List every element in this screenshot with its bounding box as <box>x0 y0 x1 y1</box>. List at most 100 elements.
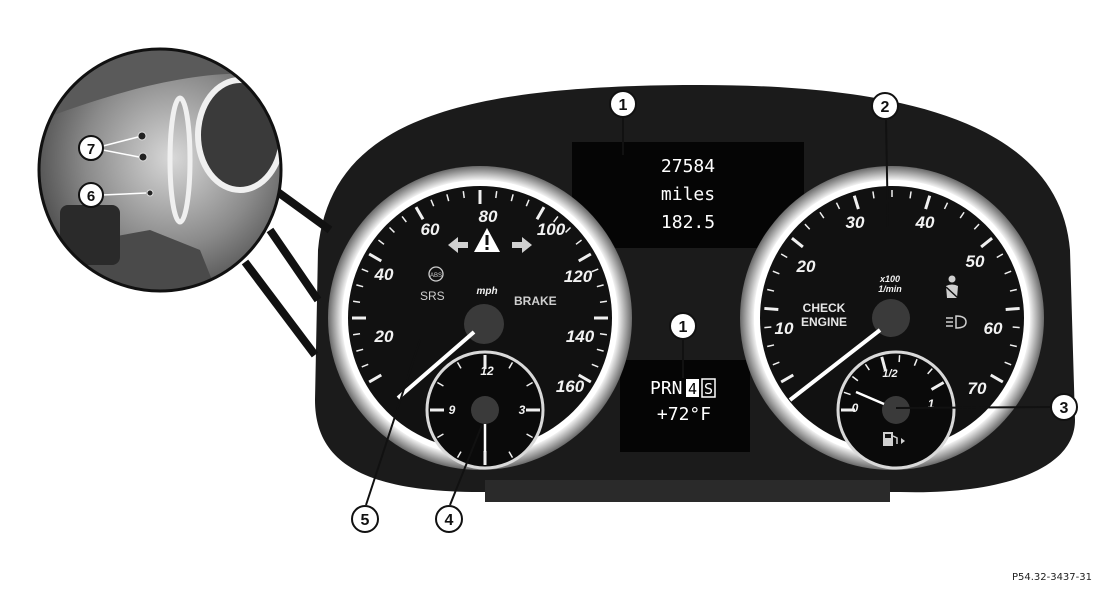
clock-label-9: 9 <box>449 403 456 417</box>
tachometer-hub <box>872 299 910 337</box>
rpm-label-20: 20 <box>796 257 816 276</box>
svg-text:3: 3 <box>1060 400 1069 417</box>
speedometer-tick <box>414 206 425 221</box>
srs-warning: SRS <box>420 289 445 303</box>
gear-prefix: PRN <box>650 378 683 399</box>
callout-2-line <box>885 119 889 229</box>
fuel-tick <box>864 363 870 371</box>
speedometer-tick <box>356 348 364 352</box>
speedometer-tick <box>596 348 604 352</box>
speed-label-60: 60 <box>421 220 440 239</box>
hazard-warning-icon <box>474 228 500 252</box>
inset-leader-3 <box>241 259 319 358</box>
tachometer-tick <box>819 211 825 219</box>
callout-2: 2 <box>871 92 899 120</box>
gear-4: 4 <box>688 380 697 398</box>
speed-label-140: 140 <box>566 327 595 346</box>
speedometer-tick <box>577 252 592 263</box>
clock-tick <box>436 433 444 439</box>
speedometer-tick <box>553 215 559 223</box>
turn-left-icon <box>448 237 468 253</box>
clock-hub <box>471 396 499 424</box>
callout-1-top: 1 <box>609 90 637 118</box>
tachometer-tick <box>790 237 804 249</box>
seatbelt-warning-icon <box>945 275 959 299</box>
clock-tick <box>436 381 444 387</box>
clock-label-3: 3 <box>519 403 526 417</box>
brake-warning: BRAKE <box>514 294 557 308</box>
callout-4: 4 <box>435 505 463 533</box>
clock-tick <box>456 361 462 369</box>
figure-reference-code: P54.32-3437-31 <box>1011 572 1092 583</box>
tachometer-tick <box>872 191 875 199</box>
odometer-value: 27584 <box>661 156 715 177</box>
callout-5: 5 <box>351 505 379 533</box>
tachometer-tick <box>1009 288 1017 292</box>
outside-temperature: +72°F <box>657 404 711 425</box>
speedometer-tick <box>575 239 583 245</box>
rpm-label-50: 50 <box>966 252 985 271</box>
clock-subdial: 12 3 9 <box>425 350 545 470</box>
svg-text:4: 4 <box>445 512 454 529</box>
svg-text:1: 1 <box>679 319 688 336</box>
fuel-subdial: 0 1/2 1 <box>836 350 956 470</box>
speedometer-tick <box>495 190 498 199</box>
callout-7: 7 <box>78 135 104 161</box>
speedometer-tick <box>462 190 465 199</box>
inset-chrome-ring <box>167 95 193 225</box>
speedometer-tick <box>352 333 361 336</box>
callout-1-bottom: 1 <box>669 312 697 340</box>
speedometer-tick <box>510 194 514 202</box>
speedometer-ticks <box>352 190 608 384</box>
trip-display: 27584 miles 182.5 <box>572 142 804 248</box>
check-engine-line2: ENGINE <box>801 315 847 329</box>
clock-tick <box>526 433 534 439</box>
tachometer-tick <box>780 373 795 384</box>
tachometer-tick <box>973 223 980 230</box>
fuel-needle <box>855 390 885 406</box>
speedometer-tick <box>352 300 361 303</box>
speedometer-tick <box>565 226 572 233</box>
tachometer-tick <box>996 253 1004 259</box>
fuel-tick <box>880 356 887 371</box>
speedometer-tick <box>356 284 364 288</box>
tachometer-tick <box>804 223 811 230</box>
speed-unit: mph <box>476 286 497 297</box>
check-engine-line1: CHECK <box>803 301 846 315</box>
speedometer-tick <box>599 300 608 303</box>
tachometer-tick <box>767 288 775 292</box>
svg-text:6: 6 <box>87 188 95 205</box>
tachometer-tick <box>959 211 965 219</box>
clock-ticks <box>430 355 540 465</box>
fuel-label-empty: 0 <box>852 401 859 415</box>
tachometer-tick <box>835 202 841 210</box>
tachometer-tick <box>1004 361 1012 366</box>
callout-7-line-b <box>102 149 140 158</box>
cluster-base <box>485 480 890 502</box>
speedometer-tick <box>599 333 608 336</box>
clock-tick <box>508 361 514 369</box>
callout-3-line <box>895 406 1051 409</box>
speed-label-20: 20 <box>374 327 394 346</box>
callout-7-line-a <box>102 136 139 147</box>
speedometer-tick <box>368 373 383 384</box>
speedometer: 20 40 60 80 100 120 140 160 mph SRS BRAK… <box>328 166 632 470</box>
speedometer-tick <box>596 284 604 288</box>
tachometer-tick <box>943 202 949 210</box>
speedometer-tick <box>577 373 592 384</box>
headlight-indicator-icon <box>946 315 967 329</box>
speedometer-needle <box>396 330 476 400</box>
inset-gauge-pod <box>195 77 280 193</box>
gear-s-box <box>701 378 716 398</box>
rpm-label-60: 60 <box>984 319 1003 338</box>
tachometer-tick <box>764 326 772 329</box>
tachometer-tick <box>764 306 779 311</box>
fuel-hub <box>882 396 910 424</box>
tachometer-needle <box>788 328 882 402</box>
fuel-tick <box>851 375 859 382</box>
gear-s: S <box>704 380 713 398</box>
speed-label-40: 40 <box>374 265 394 284</box>
tachometer-tick <box>924 195 932 210</box>
